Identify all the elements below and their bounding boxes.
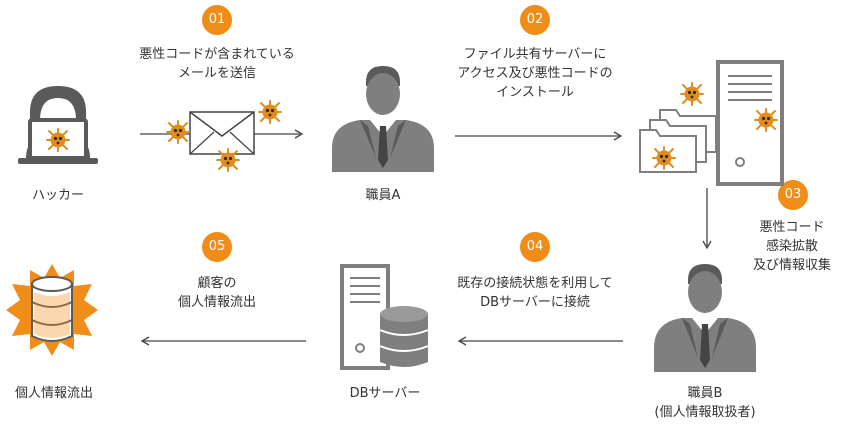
step-01-description: 悪性コードが含まれている メールを送信 (122, 45, 312, 83)
step-01-line-1: 悪性コードが含まれている (139, 47, 295, 62)
step-03-line-1: 悪性コード (759, 220, 825, 235)
step-04-number: 04 (526, 239, 544, 254)
step-01-line-2: メールを送信 (177, 66, 256, 81)
virus-email-icon (140, 100, 304, 172)
employee-a-label: 職員A (365, 188, 401, 203)
step-05-description: 顧客の 個人情報流出 (157, 274, 277, 312)
step-04-description: 既存の接続状態を利用して DBサーバーに接続 (435, 274, 635, 312)
employee-b-label-line-2: (個人情報取扱者) (654, 405, 756, 420)
step-02-line-2: アクセス及び悪性コードの (457, 66, 613, 81)
step-02-description: ファイル共有サーバーに アクセス及び悪性コードの インストール (440, 45, 630, 102)
step-05-line-1: 顧客の (197, 276, 237, 291)
step-03-line-3: 及び情報収集 (752, 258, 831, 273)
db-server-label: DBサーバー (349, 386, 421, 401)
step-05-badge: 05 (202, 232, 232, 262)
step-02-badge: 02 (520, 5, 550, 35)
step-04-line-1: 既存の接続状態を利用して (457, 276, 613, 291)
database-icon (379, 306, 429, 367)
arrow-to-db-server (457, 336, 623, 346)
hacker-label: ハッカー (31, 188, 84, 203)
employee-a-icon (332, 66, 434, 172)
db-server-icon (340, 264, 429, 370)
arrow-to-leak (140, 336, 306, 346)
step-02-line-1: ファイル共有サーバーに (463, 47, 607, 62)
step-05-line-2: 個人情報流出 (177, 295, 256, 310)
employee-b-label: 職員B (個人情報取扱者) (640, 384, 770, 422)
leak-burst-icon (6, 264, 98, 356)
step-04-badge: 04 (520, 232, 550, 262)
step-05-number: 05 (208, 239, 226, 254)
step-02-line-3: インストール (496, 85, 574, 100)
step-03-badge: 03 (778, 180, 808, 210)
hacker-icon (18, 86, 98, 164)
step-02-number: 02 (526, 12, 544, 27)
step-03-description: 悪性コード 感染拡散 及び情報収集 (738, 218, 846, 275)
employee-b-label-line-1: 職員B (687, 386, 723, 401)
step-03-line-2: 感染拡散 (765, 239, 818, 254)
database-icon (31, 276, 73, 342)
step-04-line-2: DBサーバーに接続 (480, 295, 590, 310)
leak-label: 個人情報流出 (14, 386, 93, 401)
step-01-badge: 01 (202, 5, 232, 35)
step-03-number: 03 (784, 187, 802, 202)
arrow-to-file-server (455, 131, 623, 141)
file-server-icon (639, 60, 784, 186)
envelope-icon (189, 111, 255, 155)
employee-b-icon (654, 264, 756, 372)
step-01-number: 01 (208, 12, 226, 27)
folder-stack-icon (639, 109, 717, 173)
arrow-to-employee-b (702, 188, 712, 250)
